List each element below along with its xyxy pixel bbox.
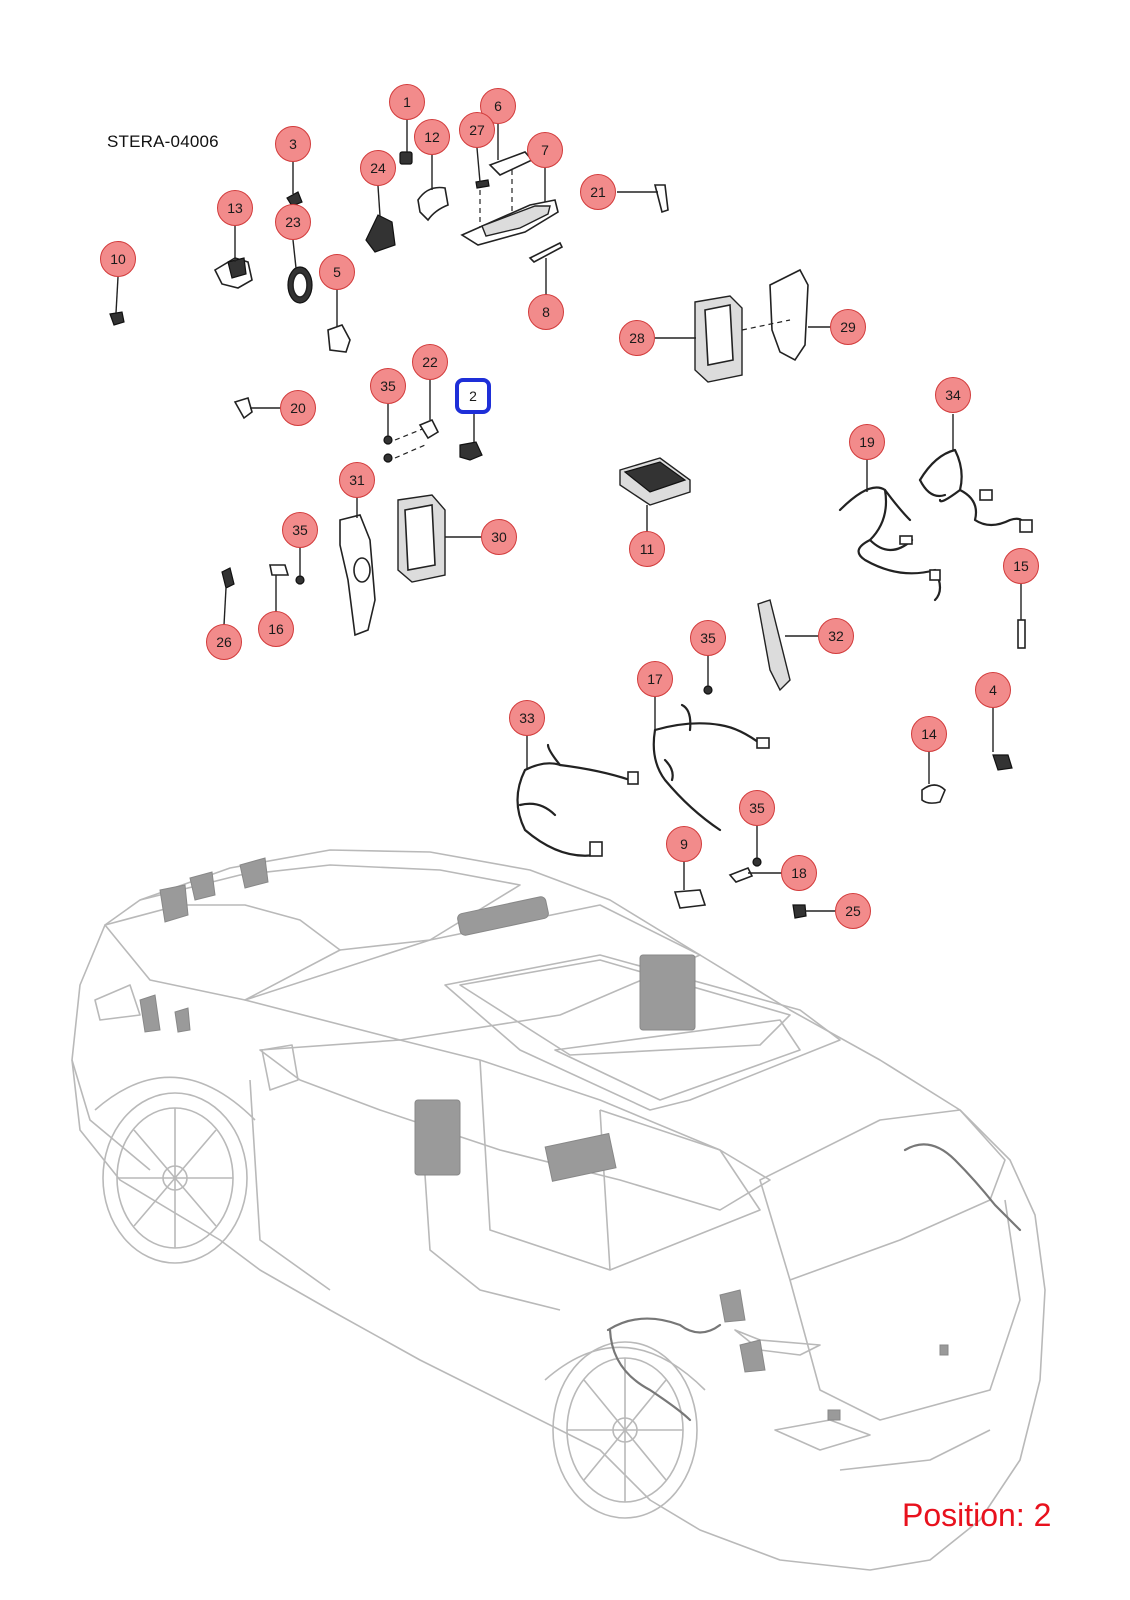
selected-position-label: Position: 2 xyxy=(902,1497,1052,1533)
callout-24[interactable]: 24 xyxy=(360,150,396,186)
callout-32[interactable]: 32 xyxy=(818,618,854,654)
callout-35-lower-right[interactable]: 35 xyxy=(739,790,775,826)
callout-35-center[interactable]: 35 xyxy=(690,620,726,656)
callout-9[interactable]: 9 xyxy=(666,826,702,862)
callout-8[interactable]: 8 xyxy=(528,294,564,330)
diagram-reference-code: STERA-04006 xyxy=(107,132,219,151)
callout-11[interactable]: 11 xyxy=(629,531,665,567)
callout-10[interactable]: 10 xyxy=(100,241,136,277)
callout-26[interactable]: 26 xyxy=(206,624,242,660)
callout-28[interactable]: 28 xyxy=(619,320,655,356)
callout-27[interactable]: 27 xyxy=(459,112,495,148)
callout-4[interactable]: 4 xyxy=(975,672,1011,708)
callout-12[interactable]: 12 xyxy=(414,119,450,155)
callout-18[interactable]: 18 xyxy=(781,855,817,891)
vehicle-outline xyxy=(71,849,1046,1571)
callout-13[interactable]: 13 xyxy=(217,190,253,226)
callout-35-lower-left[interactable]: 35 xyxy=(282,512,318,548)
callout-16[interactable]: 16 xyxy=(258,611,294,647)
callout-7[interactable]: 7 xyxy=(527,132,563,168)
callout-33[interactable]: 33 xyxy=(509,700,545,736)
callout-34[interactable]: 34 xyxy=(935,377,971,413)
exploded-parts xyxy=(109,120,1033,919)
callout-14[interactable]: 14 xyxy=(911,716,947,752)
callout-35-upper-left[interactable]: 35 xyxy=(370,368,406,404)
callout-1[interactable]: 1 xyxy=(389,84,425,120)
callout-20[interactable]: 20 xyxy=(280,390,316,426)
callout-17[interactable]: 17 xyxy=(637,661,673,697)
callout-30[interactable]: 30 xyxy=(481,519,517,555)
callout-2-selected[interactable]: 2 xyxy=(455,378,491,414)
callout-22[interactable]: 22 xyxy=(412,344,448,380)
callout-3[interactable]: 3 xyxy=(275,126,311,162)
callout-23[interactable]: 23 xyxy=(275,204,311,240)
callout-31[interactable]: 31 xyxy=(339,462,375,498)
callout-25[interactable]: 25 xyxy=(835,893,871,929)
callout-15[interactable]: 15 xyxy=(1003,548,1039,584)
callout-29[interactable]: 29 xyxy=(830,309,866,345)
callout-19[interactable]: 19 xyxy=(849,424,885,460)
callout-5[interactable]: 5 xyxy=(319,254,355,290)
callout-21[interactable]: 21 xyxy=(580,174,616,210)
